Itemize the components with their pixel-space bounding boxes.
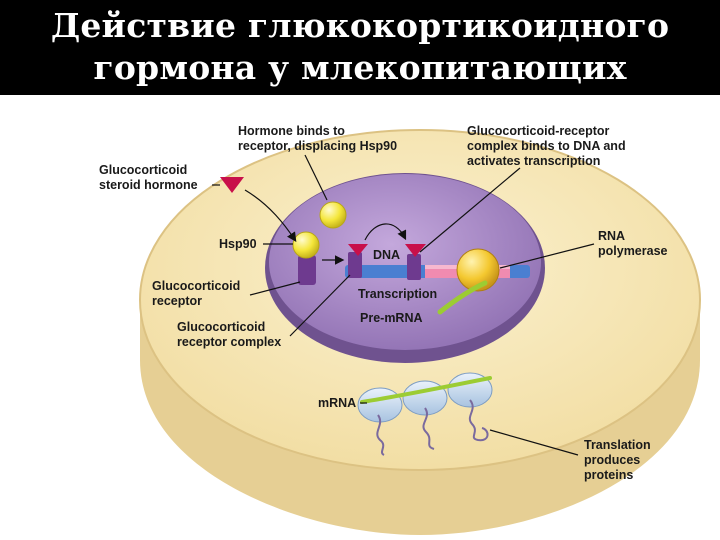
label-receptor-complex: Glucocorticoid receptor complex: [177, 320, 281, 349]
hsp90-bound-icon: [292, 231, 320, 259]
glucocorticoid-action-diagram: Hormone binds to receptor, displacing Hs…: [99, 124, 701, 535]
title-bar: Действие глюкокортикоидного гормона у мл…: [0, 0, 720, 95]
label-glucocorticoid-receptor: Glucocorticoid receptor: [152, 279, 244, 308]
page-title-line-1: Действие глюкокортикоидного: [50, 6, 670, 45]
dna-bound-receptor-icon: [405, 244, 426, 280]
label-mrna: mRNA: [318, 396, 356, 410]
mrna-strand: [360, 376, 492, 404]
nuclear-hormone-icon: [348, 244, 368, 256]
receptor-complex-icon: [348, 244, 368, 278]
dna-receptor-body: [407, 254, 421, 280]
page-title-line-2: гормона у млекопитающих: [93, 48, 627, 87]
nuclear-receptor-body: [348, 252, 362, 278]
protein-chains: [376, 399, 489, 456]
leader-translation: [489, 429, 579, 456]
receptor-body: [298, 255, 316, 285]
label-complex-binds: Glucocorticoid-receptor complex binds to…: [467, 124, 629, 168]
leader-lines: [212, 154, 595, 456]
label-pre-mrna: Pre-mRNA: [360, 311, 423, 325]
hormone-entry-arrow: [244, 189, 297, 242]
label-transcription: Transcription: [358, 287, 437, 301]
dna-binding-arrow: [364, 223, 407, 241]
leader-rna-polymerase: [499, 243, 595, 269]
pre-mrna-strand: [437, 280, 488, 315]
leader-complex-binds: [419, 167, 521, 253]
label-steroid-hormone: Glucocorticoid steroid hormone: [99, 163, 198, 192]
rna-polymerase-icon: [456, 248, 500, 292]
leader-receptor: [249, 281, 301, 296]
dna-hormone-icon: [405, 244, 426, 257]
cytoplasmic-receptor-icon: [292, 231, 320, 285]
label-hormone-binds: Hormone binds to receptor, displacing Hs…: [238, 124, 397, 153]
label-rna-polymerase: RNA polymerase: [598, 229, 668, 258]
protein-chain-3: [468, 399, 489, 442]
leader-receptor-complex: [289, 274, 351, 337]
leader-hormone-binds: [304, 154, 328, 201]
polymerase-ball: [456, 248, 500, 292]
hsp90-released-icon: [319, 201, 347, 229]
label-translation: Translation produces proteins: [584, 438, 654, 482]
protein-chain-1: [376, 414, 385, 456]
protein-chain-2: [422, 407, 435, 450]
label-dna: DNA: [373, 248, 400, 262]
steroid-hormone-icon: [220, 177, 244, 193]
label-hsp90: Hsp90: [219, 237, 257, 251]
